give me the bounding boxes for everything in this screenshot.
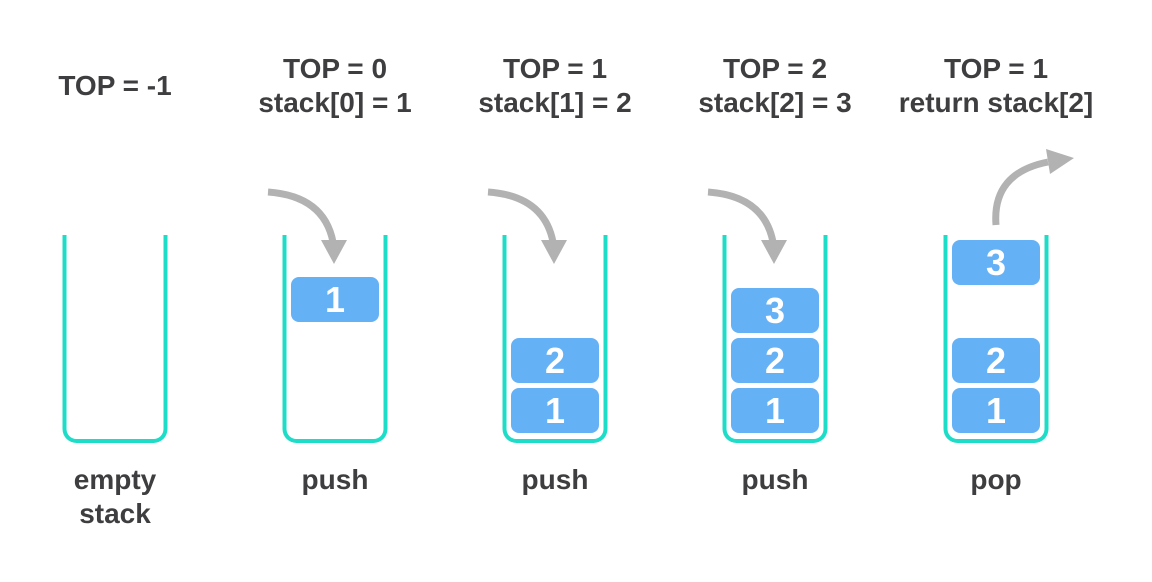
title-line: TOP = 1 (943, 53, 1049, 84)
stage-title: TOP = -1 (0, 50, 245, 122)
push-arrow-icon (267, 188, 347, 264)
stack-element: 1 (731, 388, 819, 433)
title-line: TOP = 0 (282, 53, 388, 84)
title-line: TOP = 1 (502, 53, 608, 84)
stack-element: 2 (731, 338, 819, 383)
stack-element: 2 (511, 338, 599, 383)
title-line: TOP = -1 (58, 70, 172, 101)
stack-element: 3 (731, 288, 819, 333)
stage-label: empty stack (73, 464, 157, 529)
stack-container (943, 235, 1049, 443)
stage-label: push (521, 464, 589, 495)
stack-element: 1 (511, 388, 599, 433)
push-arrow-icon (707, 188, 787, 264)
push-arrow-icon (487, 188, 567, 264)
stage-empty-stack: TOP = -1 empty stack (5, 0, 225, 582)
stage-label: push (741, 464, 809, 495)
title-line: stack[0] = 1 (258, 87, 412, 118)
pop-arrow-icon (992, 149, 1074, 226)
stage-push-3: TOP = 2 stack[2] = 3 3 2 1 push (665, 0, 885, 582)
stage-title: TOP = 0 stack[0] = 1 (205, 50, 465, 122)
stack-element-popping: 3 (952, 240, 1040, 285)
stage-title: TOP = 1 return stack[2] (866, 50, 1126, 122)
stage-label: pop (970, 464, 1022, 495)
stack-container (282, 235, 388, 443)
stage-label: push (301, 464, 369, 495)
stage-pop: TOP = 1 return stack[2] 3 2 1 pop (886, 0, 1106, 582)
stack-container (502, 235, 608, 443)
stack-element: 2 (952, 338, 1040, 383)
title-line: stack[1] = 2 (478, 87, 632, 118)
stage-push-1: TOP = 0 stack[0] = 1 1 push (225, 0, 445, 582)
title-line: stack[2] = 3 (698, 87, 852, 118)
stack-container (722, 235, 828, 443)
title-line: TOP = 2 (722, 53, 828, 84)
stage-title: TOP = 1 stack[1] = 2 (425, 50, 685, 122)
title-line: return stack[2] (898, 87, 1094, 118)
stack-element: 1 (952, 388, 1040, 433)
stage-title: TOP = 2 stack[2] = 3 (645, 50, 905, 122)
stack-container (62, 235, 168, 443)
stage-push-2: TOP = 1 stack[1] = 2 2 1 push (445, 0, 665, 582)
stack-element: 1 (291, 277, 379, 322)
